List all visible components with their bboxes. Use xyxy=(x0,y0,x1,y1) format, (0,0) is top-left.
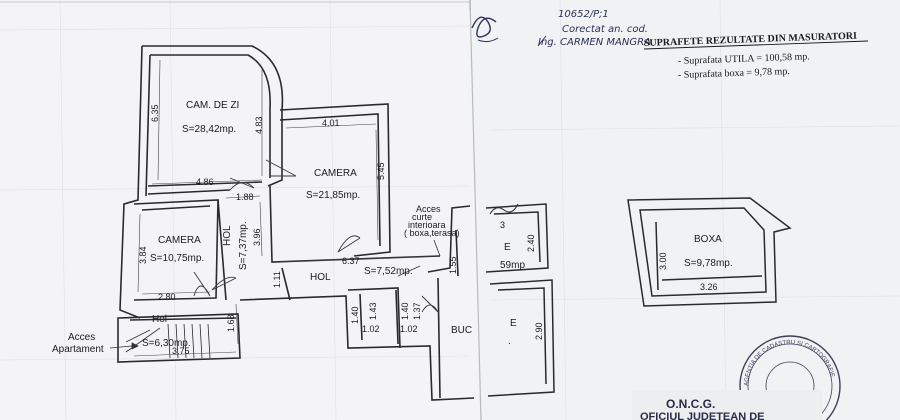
dim-3-84: 3.84 xyxy=(138,246,148,264)
dim-1-55: 1.55 xyxy=(448,256,458,274)
dim-1-02-b: 1.02 xyxy=(400,324,418,334)
scan-edge-marks xyxy=(0,0,471,10)
boxa-labels: BOXA S=9,78mp. 3.00 3.26 xyxy=(658,234,733,292)
apartment-access-line1: Acces xyxy=(68,332,95,343)
dim-1-68: 1.68 xyxy=(226,314,236,332)
dim-3-75: 3.75 xyxy=(172,346,190,356)
dimension-lines xyxy=(133,59,437,357)
dim-4-01: 4.01 xyxy=(322,118,340,128)
handwritten-note: Corectat an. cod. xyxy=(562,24,648,35)
name-stroke xyxy=(537,35,547,47)
stamp-line1: O.N.C.G. xyxy=(666,397,715,411)
door-swings xyxy=(125,159,439,353)
hol-main-area: S=7,52mp. xyxy=(364,266,413,277)
summary-box-area: - Suprafata boxa = 9,78 mp. xyxy=(678,66,790,81)
cutoff-rooms-walls xyxy=(485,203,555,397)
dim-6-35: 6.35 xyxy=(150,104,160,122)
dim-4-83: 4.83 xyxy=(254,116,264,134)
camera1-area: S=21,85mp. xyxy=(306,190,360,201)
dim-3-00: 3.00 xyxy=(658,252,668,270)
cutoff-area: 59mp xyxy=(500,260,525,271)
cutoff-room-labels: 3 E 59mp 2.40 E . 2.90 xyxy=(500,220,544,347)
handwritten-name: Ing. CARMEN MANGRA xyxy=(538,37,651,48)
boxa-name: BOXA xyxy=(694,234,722,245)
staircase-hatching xyxy=(167,323,211,359)
cutoff-label-e1: E xyxy=(504,242,511,253)
hol-entry-name: Hol xyxy=(152,314,167,325)
access-labels: Acces curte interioara ( boxa,terasa) Ac… xyxy=(52,204,460,355)
boxa-walls xyxy=(627,197,792,307)
dim-6-37: 6.37 xyxy=(342,256,360,266)
cutoff-label-e2: E xyxy=(510,318,517,329)
dim-1-43: 1.43 xyxy=(368,302,378,320)
living-room-name: CAM. DE ZI xyxy=(186,100,239,111)
camera2-area: S=10,75mp. xyxy=(150,253,204,264)
courtyard-access-line4: ( boxa,terasa) xyxy=(404,228,460,238)
dim-3-26: 3.26 xyxy=(700,282,718,292)
dim-5-45: 5.45 xyxy=(376,162,386,180)
kitchen-partial-name: BUC xyxy=(451,325,472,336)
dim-1-02-a: 1.02 xyxy=(362,324,380,334)
hol-vertical-area: S=7,37mp. xyxy=(238,221,249,270)
dim-1-40-b: 1.40 xyxy=(400,302,410,320)
dim-3: 3 xyxy=(500,220,505,230)
room-labels: CAM. DE ZI S=28,42mp. CAMERA S=21,85mp. … xyxy=(142,100,472,349)
living-room-area: S=28,42mp. xyxy=(182,124,236,135)
access-arrows xyxy=(109,239,441,350)
dim-1-37: 1.37 xyxy=(412,302,422,320)
dimension-labels: 6.35 4.83 4.01 5.45 4.86 1.88 3.84 3.96 … xyxy=(138,104,458,356)
hol-entry-area: S=6,30mp. xyxy=(142,338,191,349)
handwritten-ref: 10652/P;1 xyxy=(558,9,609,20)
summary-useful-area: - Suprafata UTILA = 100,58 mp. xyxy=(678,51,810,67)
courtyard-access-line3: interioara xyxy=(408,220,446,230)
dim-3-96: 3.96 xyxy=(252,228,262,246)
sheet-seam xyxy=(469,0,482,420)
dim-2-80: 2.80 xyxy=(158,292,176,302)
summary-title-underline xyxy=(643,40,869,50)
dim-2-90: 2.90 xyxy=(534,322,544,340)
dim-1-11: 1.11 xyxy=(272,271,282,288)
dim-1-40-a: 1.40 xyxy=(350,306,360,324)
dim-4-86: 4.86 xyxy=(196,177,214,187)
cutoff-dot: . xyxy=(508,336,511,347)
stamp-banner-bg xyxy=(632,390,822,420)
apartment-access-line2: Apartament xyxy=(52,344,104,355)
right-sheet xyxy=(468,0,900,420)
dim-2-40: 2.40 xyxy=(526,234,536,252)
hol-vertical-name: HOL xyxy=(222,225,233,246)
handwritten-signature xyxy=(471,16,499,43)
hol-main-name: HOL xyxy=(310,272,331,283)
camera2-name: CAMERA xyxy=(158,235,201,246)
camera1-name: CAMERA xyxy=(314,168,357,179)
boxa-area: S=9,78mp. xyxy=(684,258,733,269)
dim-1-88: 1.88 xyxy=(236,192,254,202)
stamp-line2: OFICIUL JUDETEAN DE xyxy=(640,411,764,420)
courtyard-access-line2: curte xyxy=(412,212,432,222)
hand-squiggle-right xyxy=(489,203,519,215)
courtyard-access-line1: Acces xyxy=(416,204,441,214)
